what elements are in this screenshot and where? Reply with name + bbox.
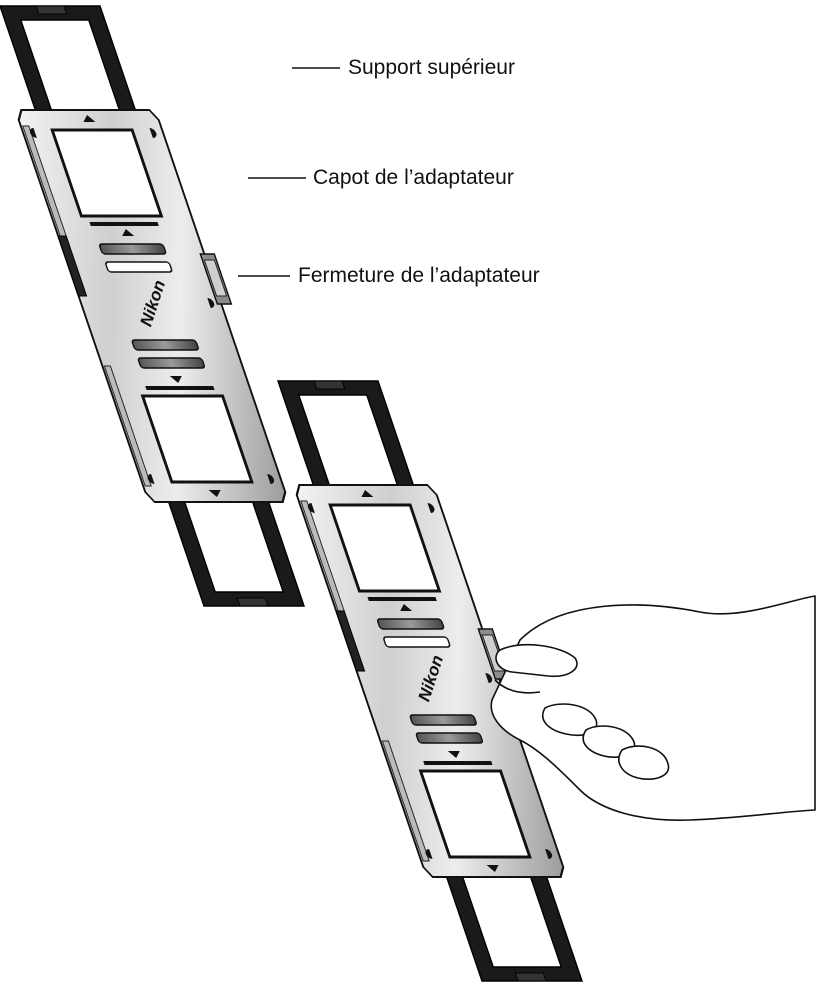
label-adapter-latch: Fermeture de l’adaptateur — [298, 264, 540, 287]
film-holder-assembly-left — [0, 4, 336, 608]
hand-illustration — [490, 595, 816, 822]
label-top-holder: Support supérieur — [348, 56, 515, 79]
label-adapter-cover: Capot de l’adaptateur — [313, 166, 514, 189]
